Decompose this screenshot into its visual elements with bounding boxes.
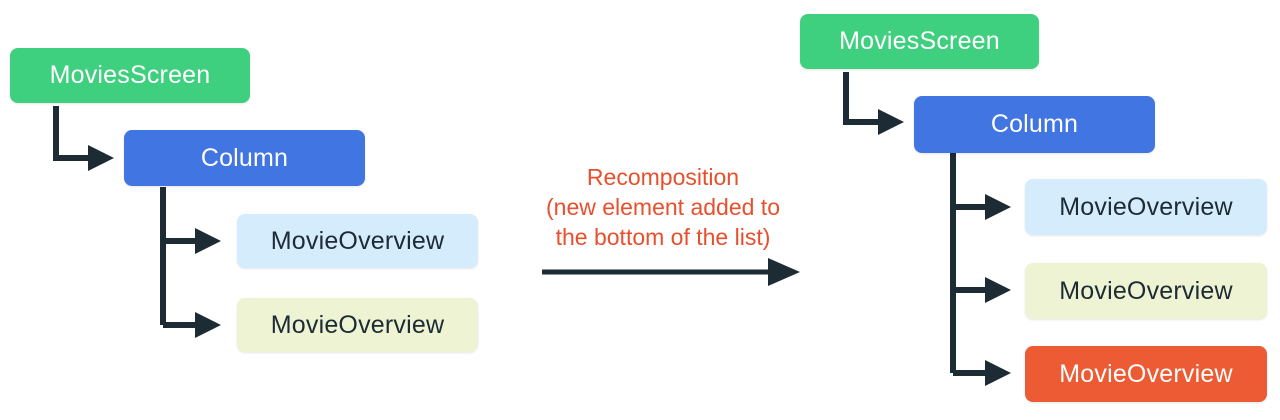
before-moviesscreen-node: MoviesScreen xyxy=(10,48,250,103)
connector-after-root-to-column xyxy=(843,72,878,125)
arrowhead-before-root-to-column xyxy=(88,145,114,171)
transition-label-line3: the bottom of the list) xyxy=(555,224,771,250)
after-column-node: Column xyxy=(914,96,1155,153)
arrowhead-after-root-to-column xyxy=(878,109,904,135)
arrowhead-after-branch-3 xyxy=(985,360,1011,386)
transition-arrowhead xyxy=(768,258,800,286)
connector-before-root-to-column xyxy=(53,106,88,161)
before-movieoverview-node-2: MovieOverview xyxy=(237,298,478,352)
before-column-node: Column xyxy=(124,130,365,186)
after-movieoverview-node-2: MovieOverview xyxy=(1025,263,1267,319)
after-movieoverview-node-3-new: MovieOverview xyxy=(1025,346,1267,402)
before-movieoverview-node-1: MovieOverview xyxy=(237,214,478,268)
arrowhead-before-branch-1 xyxy=(195,228,221,254)
arrowhead-before-branch-2 xyxy=(195,312,221,338)
arrowhead-after-branch-1 xyxy=(985,194,1011,220)
after-movieoverview-node-1: MovieOverview xyxy=(1025,179,1267,235)
transition-label-line1: Recomposition xyxy=(586,164,740,190)
arrowhead-after-branch-2 xyxy=(985,277,1011,303)
transition-label: Recomposition (new element added to the … xyxy=(500,162,826,252)
after-moviesscreen-node: MoviesScreen xyxy=(800,14,1039,69)
transition-label-line2: (new element added to xyxy=(546,194,780,220)
